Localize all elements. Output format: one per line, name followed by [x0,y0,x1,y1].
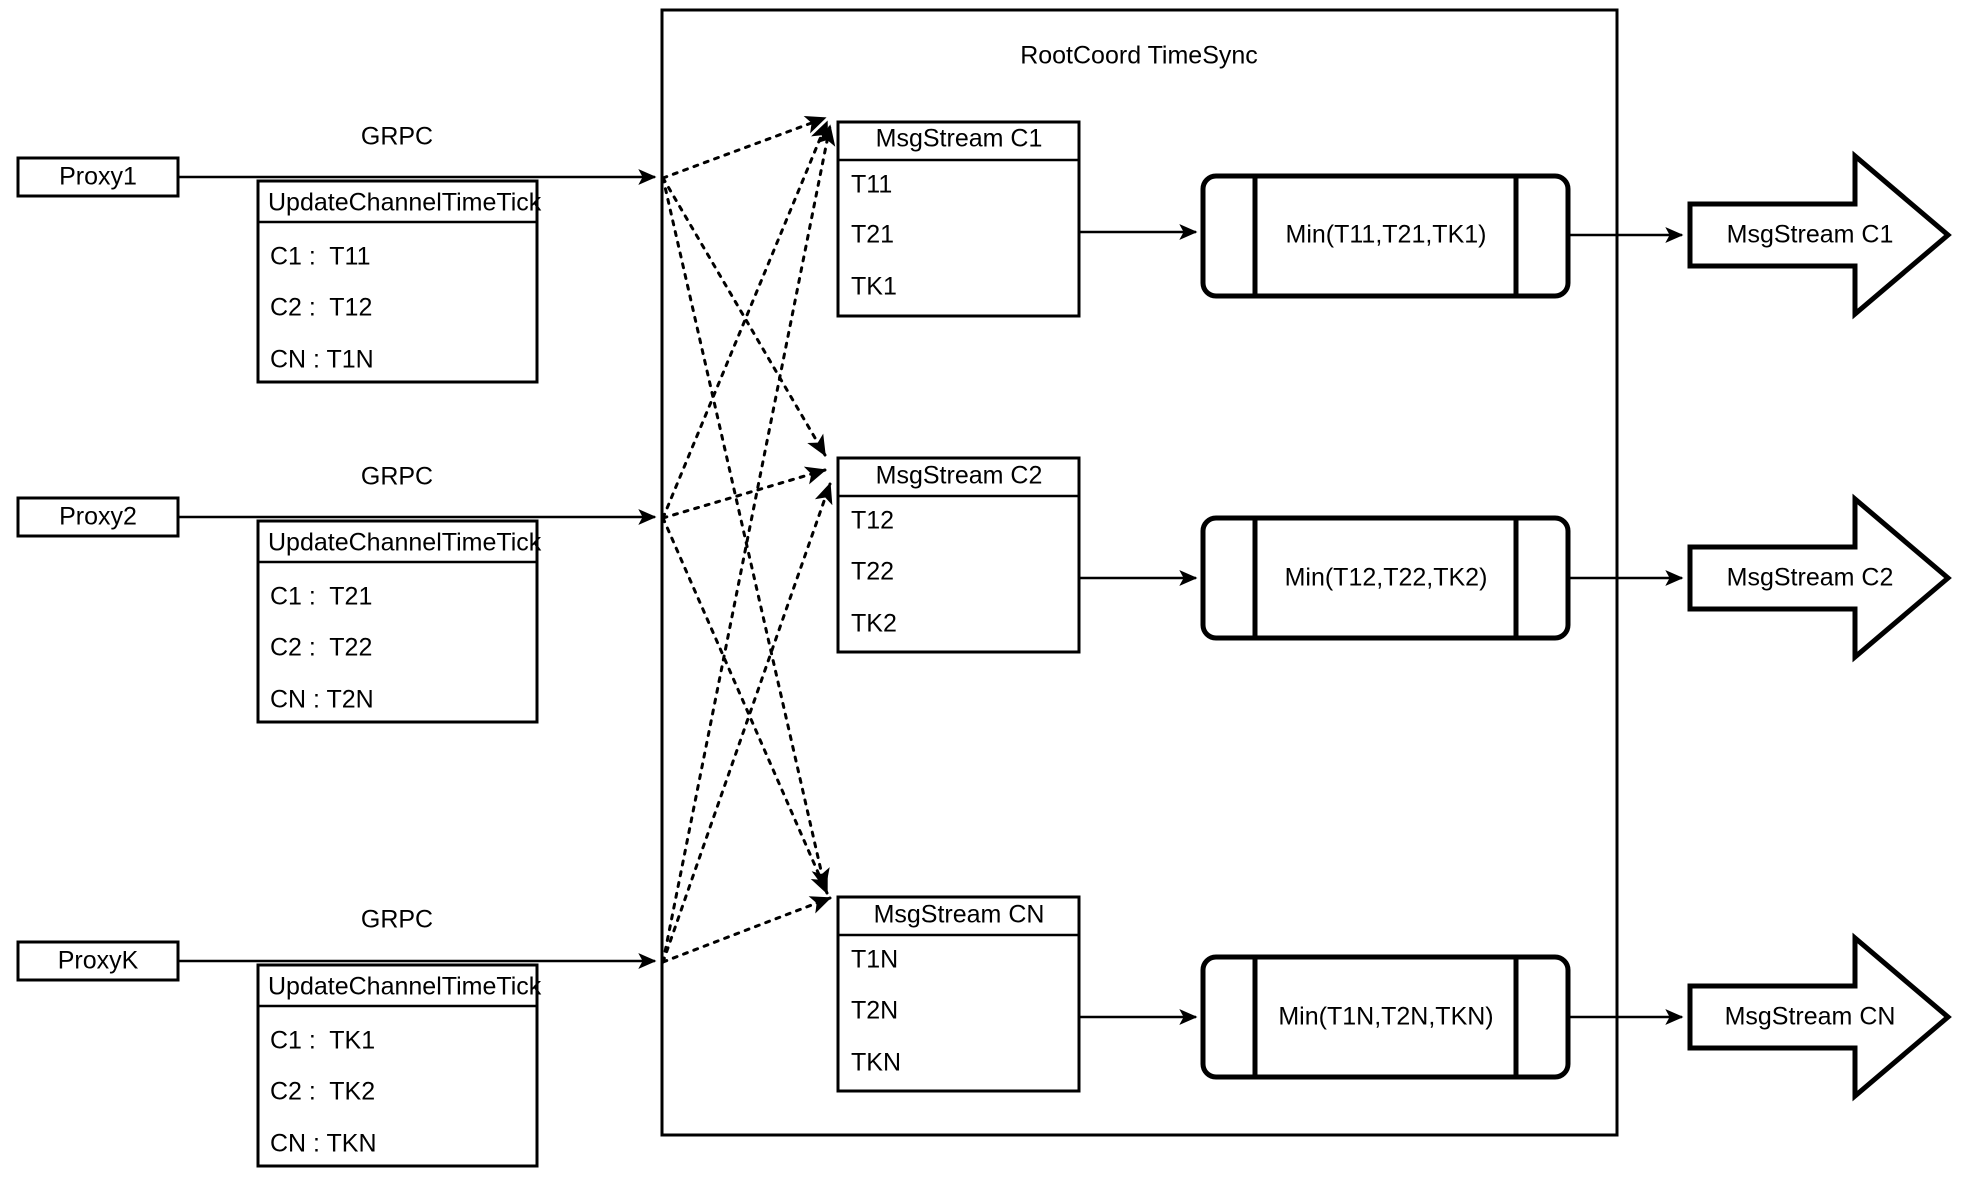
proxy2-request-row-0: C1 : T21 [270,582,373,611]
msgstream-cn-header: MsgStream CN [873,900,1045,929]
dotted-link-p2-c1 [661,120,829,520]
msgstream-c2-row-0: T12 [851,506,895,535]
proxyk-request-box [256,963,539,1168]
proxyk-request-row-0: C1 : TK1 [270,1026,376,1055]
dotted-link-p2-cn [661,516,829,895]
proxy1-grpc-label: GRPC [360,122,434,151]
container-title: RootCoord TimeSync [1020,41,1258,70]
msgstream-cn-row-1: T2N [851,996,899,1025]
msgstream-c1-row-2: TK1 [851,272,897,301]
dotted-link-p1-c1 [661,116,827,180]
output-c1-arrow [1687,150,1952,320]
proxy2-request-box [256,519,539,724]
proxyk-request-header: UpdateChannelTimeTick [268,972,542,1001]
proxyk-label: ProxyK [57,946,139,975]
msgstream-cn-row-0: T1N [851,945,899,974]
msgstream-cn-box [836,895,1081,1093]
msgstream-c2-row-2: TK2 [851,609,897,638]
proxy1-request-row-2: CN : T1N [270,345,374,374]
proxyk-grpc-label: GRPC [360,905,434,934]
proxy2-request-row-2: CN : T2N [270,685,374,714]
dotted-link-p1-cn [661,176,830,890]
dotted-link-pk-cn [661,896,832,964]
process-c2-label: Min(T12,T22,TK2) [1284,563,1488,592]
dotted-link-p1-c2 [661,176,827,457]
proxy2-box[interactable] [16,496,180,538]
proxy1-box[interactable] [16,156,180,198]
output-c2-arrow [1687,493,1952,663]
proxy2-request-header: UpdateChannelTimeTick [268,528,542,557]
dotted-link-pk-c2 [661,482,833,964]
msgstream-c2-header: MsgStream C2 [875,461,1043,490]
proxy1-request-box [256,179,539,384]
proxy2-label: Proxy2 [59,502,137,531]
msgstream-c2-box [836,456,1081,654]
proxy1-request-row-1: C2 : T12 [270,293,373,322]
dotted-link-pk-c1 [661,124,836,964]
proxyk-request-row-1: C2 : TK2 [270,1077,376,1106]
proxy1-request-header: UpdateChannelTimeTick [268,188,542,217]
process-c1-label: Min(T11,T21,TK1) [1285,220,1487,249]
proxyk-box[interactable] [16,940,180,982]
proxy1-label: Proxy1 [59,162,137,191]
proxy2-request-row-1: C2 : T22 [270,633,373,662]
msgstream-c1-box [836,120,1081,318]
process-cn-label: Min(T1N,T2N,TKN) [1278,1002,1494,1031]
msgstream-cn-row-2: TKN [851,1048,901,1077]
proxy2-grpc-label: GRPC [360,462,434,491]
output-cn-label: MsgStream CN [1724,1002,1896,1031]
proxy1-request-row-0: C1 : T11 [270,242,371,271]
msgstream-c1-row-1: T21 [851,220,895,249]
output-cn-arrow [1687,932,1952,1102]
msgstream-c2-row-1: T22 [851,557,895,586]
output-c2-label: MsgStream C2 [1726,563,1894,592]
msgstream-c1-header: MsgStream C1 [875,124,1043,153]
proxyk-request-row-2: CN : TKN [270,1129,377,1158]
msgstream-c1-row-0: T11 [851,170,893,199]
output-c1-label: MsgStream C1 [1726,220,1894,249]
